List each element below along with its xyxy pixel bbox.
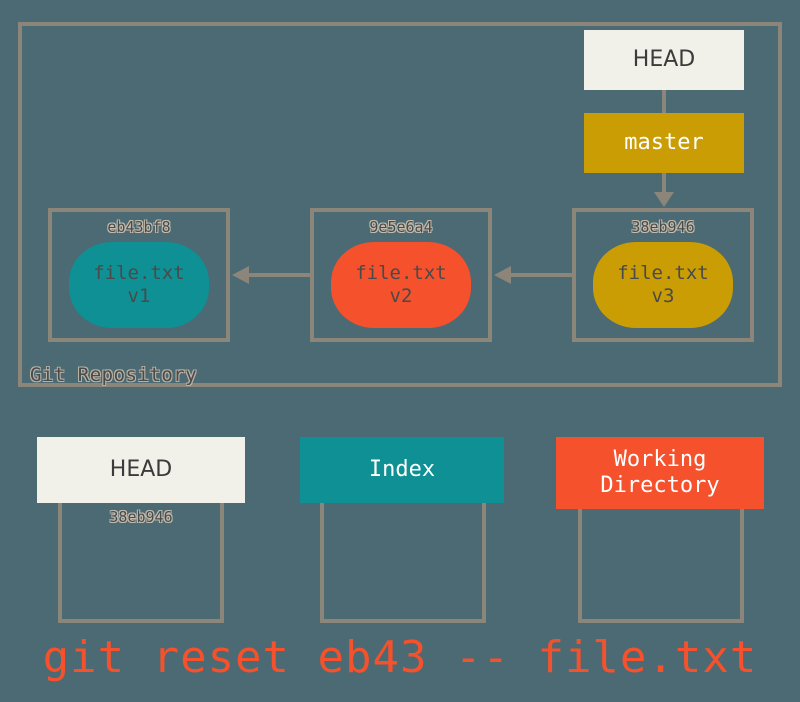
- parent-link-line: [511, 273, 573, 277]
- commit-node-9e5e6a4: 9e5e6a4 file.txt v2: [310, 208, 492, 342]
- blob-filename: file.txt: [93, 261, 185, 284]
- area-title-label: HEAD: [109, 456, 173, 482]
- commit-hash-label: 38eb946: [631, 218, 695, 236]
- parent-link-line: [249, 273, 311, 277]
- head-pointer-box: HEAD: [584, 30, 744, 90]
- commit-node-38eb946: 38eb946 file.txt v3: [572, 208, 754, 342]
- area-body-working-directory: file.txt v3: [578, 497, 744, 623]
- area-title-line2: Directory: [600, 473, 720, 498]
- commit-blob: file.txt v3: [593, 242, 733, 328]
- commit-hash-label: eb43bf8: [107, 218, 171, 236]
- commit-node-eb43bf8: eb43bf8 file.txt v1: [48, 208, 230, 342]
- area-title-line1: Working: [613, 446, 707, 472]
- area-body-index: file.txt v1: [320, 497, 486, 623]
- area-hash-label: 38eb946: [109, 508, 173, 526]
- command-caption: git reset eb43 -- file.txt: [42, 632, 758, 683]
- arrow-down-icon: [654, 192, 674, 207]
- area-header-index: Index: [300, 437, 504, 503]
- blob-filename: file.txt: [617, 261, 709, 284]
- head-pointer-label: HEAD: [632, 47, 696, 73]
- blob-version: v1: [127, 285, 151, 307]
- head-to-master-connector: [662, 90, 666, 113]
- blob-version: v2: [389, 285, 413, 307]
- area-title-label: Index: [368, 456, 436, 482]
- area-header-working-directory: Working Directory: [556, 437, 764, 509]
- blob-version: v3: [651, 285, 675, 307]
- area-header-head: HEAD: [37, 437, 245, 503]
- git-repository-container: [18, 22, 782, 387]
- commit-hash-label: 9e5e6a4: [369, 218, 433, 236]
- git-repository-label: Git Repository: [30, 364, 198, 386]
- commit-blob: file.txt v2: [331, 242, 471, 328]
- master-to-commit-connector: [662, 173, 666, 195]
- arrow-left-icon: [494, 266, 511, 284]
- commit-blob: file.txt v1: [69, 242, 209, 328]
- blob-filename: file.txt: [355, 261, 447, 284]
- master-branch-box: master: [584, 113, 744, 173]
- master-branch-label: master: [624, 130, 704, 156]
- arrow-left-icon: [232, 266, 249, 284]
